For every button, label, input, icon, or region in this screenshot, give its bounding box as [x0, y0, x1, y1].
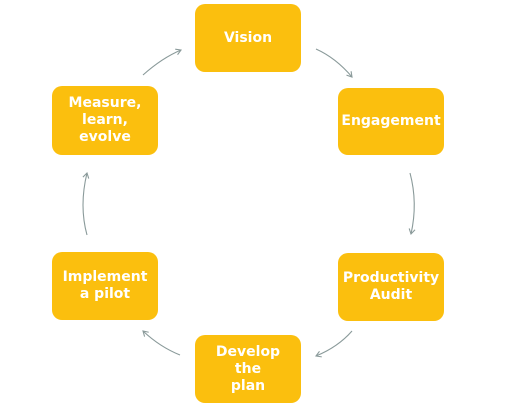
node-productivity-audit: Productivity Audit [338, 253, 444, 321]
node-engagement: Engagement [338, 88, 444, 155]
arrow-engagement-to-productivity [408, 172, 416, 236]
node-vision-label: Vision [223, 29, 273, 46]
arrow-measure-to-vision [142, 48, 182, 76]
node-develop-the-plan: Develop the plan [195, 335, 301, 403]
arrow-productivity-to-develop [315, 330, 353, 358]
node-measure-learn-evolve-label: Measure, learn, evolve [68, 95, 142, 145]
node-measure-learn-evolve: Measure, learn, evolve [52, 86, 158, 155]
node-implement-a-pilot: Implement a pilot [52, 252, 158, 320]
arrow-vision-to-engagement [315, 48, 353, 78]
node-develop-the-plan-label: Develop the plan [215, 343, 281, 394]
node-vision: Vision [195, 4, 301, 72]
node-implement-a-pilot-label: Implement a pilot [62, 269, 148, 302]
node-engagement-label: Engagement [341, 113, 441, 129]
node-productivity-audit-label: Productivity Audit [342, 270, 440, 303]
arrow-develop-to-implement [142, 330, 181, 356]
arrow-implement-to-measure [82, 171, 90, 236]
